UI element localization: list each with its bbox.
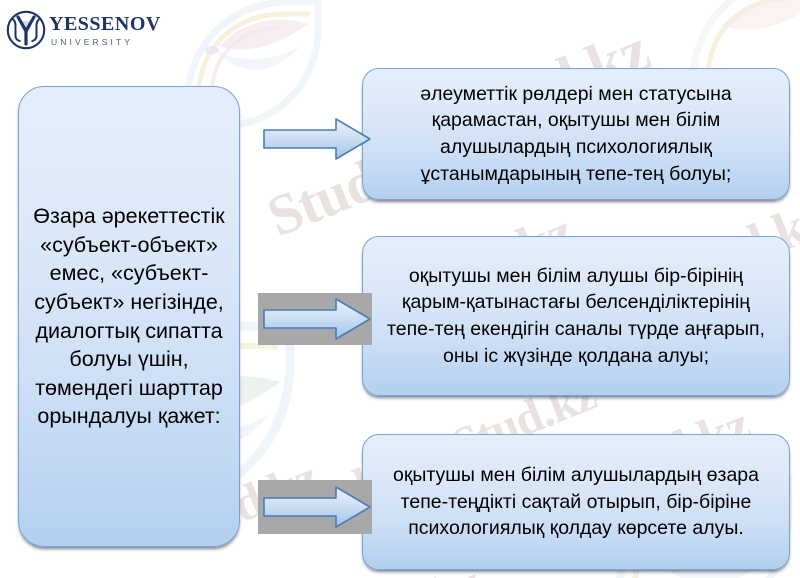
condition-box-2-text: оқытушы мен білім алушы бір-бірінің қары… bbox=[387, 264, 765, 367]
source-box-text: Өзара әрекеттестік «субъект-объект» емес… bbox=[33, 204, 225, 429]
right-arrow-icon bbox=[263, 486, 371, 528]
university-logo: YESSENOV UNIVERSITY bbox=[6, 4, 186, 56]
right-arrow-icon bbox=[263, 118, 371, 160]
source-box[interactable]: Өзара әрекеттестік «субъект-объект» емес… bbox=[18, 86, 240, 547]
right-arrow-icon bbox=[263, 298, 371, 340]
yessenov-emblem-icon bbox=[6, 10, 46, 50]
arrow-to-condition-1[interactable] bbox=[262, 116, 372, 162]
logo-name: YESSENOV bbox=[49, 12, 161, 35]
condition-box-1-text: әлеуметтік рөлдері мен статусына қарамас… bbox=[420, 82, 732, 185]
condition-box-1[interactable]: әлеуметтік рөлдері мен статусына қарамас… bbox=[362, 68, 790, 200]
condition-box-2[interactable]: оқытушы мен білім алушы бір-бірінің қары… bbox=[362, 236, 790, 396]
logo-subtitle: UNIVERSITY bbox=[51, 36, 134, 47]
arrow-to-condition-3[interactable] bbox=[258, 480, 372, 534]
condition-box-3[interactable]: оқытушы мен білім алушылардың өзара тепе… bbox=[362, 434, 790, 570]
arrow-to-condition-2[interactable] bbox=[258, 293, 372, 345]
logo-wordmark: YESSENOV UNIVERSITY bbox=[49, 14, 161, 47]
condition-box-3-text: оқытушы мен білім алушылардың өзара тепе… bbox=[393, 464, 759, 540]
